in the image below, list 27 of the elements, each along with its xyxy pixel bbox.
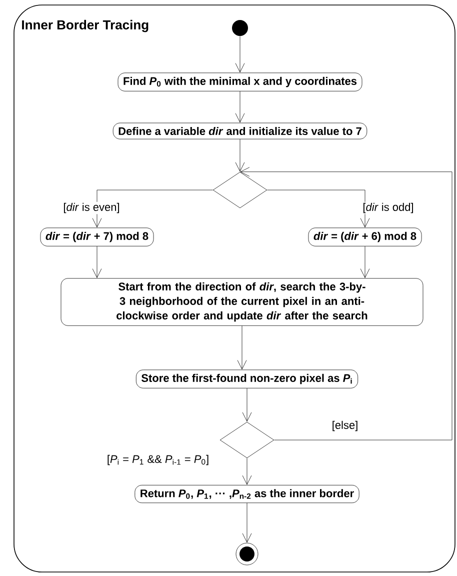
action-box: Define a variable dir and initialize its value to 7 [112,122,368,140]
decision-diamond [220,422,274,458]
arrow [92,246,102,278]
edge-label: [dir is odd] [363,202,413,214]
action-box: dir = (dir + 6) mod 8 [308,228,422,246]
action-box: Start from the direction of dir, search the 3-by-3 neighborhood of the current pixel in an anti-clockwise order and update dir after the search [60,278,424,326]
edge-label: [dir is even] [64,202,120,214]
arrow [242,502,252,543]
start-dot [232,20,248,36]
arrow [235,139,245,172]
arrow [92,190,213,228]
edge-label: [else] [332,420,358,432]
action-box: dir = (dir + 7) mod 8 [40,228,154,246]
arrow [235,36,245,72]
arrow [242,458,252,485]
action-box: Return P$_{0}$, P$_{1}$, ··· ,P$_{n-2}$ as the inner border [134,484,360,504]
action-box: Find P$_{0}$ with the minimal x and y coordinates [118,72,362,92]
arrow [360,246,370,278]
arrow [240,167,452,440]
arrow [267,190,370,228]
arrow [242,388,252,422]
arrow [237,326,247,370]
action-box: Store the first-found non-zero pixel as P$_{i}$ [136,370,358,388]
end-symbol [236,542,258,566]
arrow [235,91,245,123]
edge-label: [P$_{i}$ = P$_{1}$ && P$_{i-1}$ = P$_{0}$] [108,454,208,466]
decision-diamond [212,172,268,208]
